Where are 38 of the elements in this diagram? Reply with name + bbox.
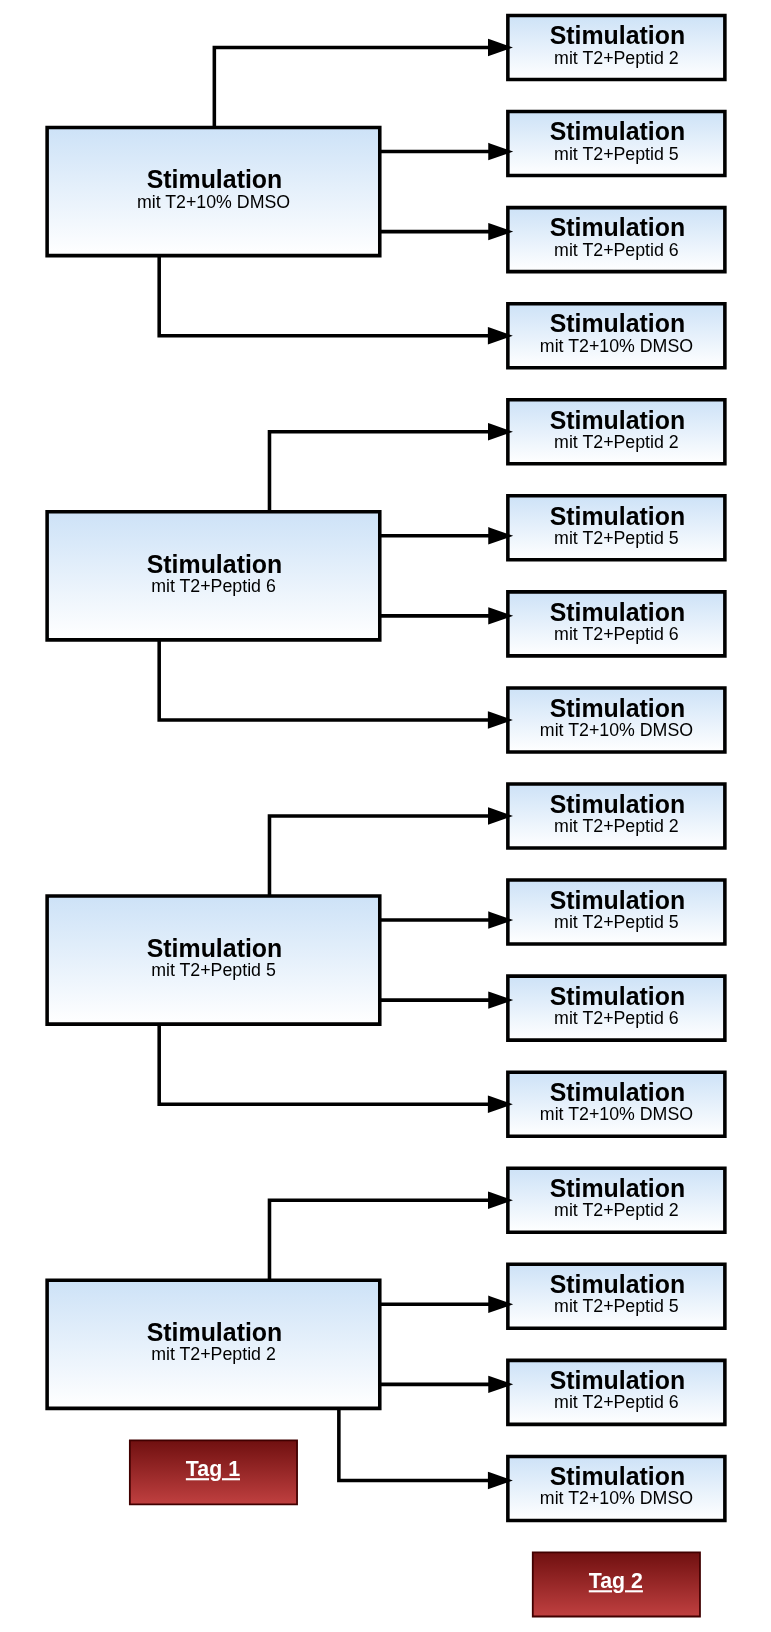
arrow [379, 1375, 513, 1394]
node-box: Stimulation mit T2+Peptid 5 [505, 878, 727, 946]
node-box: Stimulation mit T2+Peptid 6 [505, 205, 727, 274]
arrow [212, 38, 513, 128]
node-box: Stimulation mit T2+10% DMSO [505, 1070, 727, 1138]
arrow [379, 911, 513, 929]
node-box: Stimulation mit T2+10% DMSO [44, 125, 382, 258]
node-box: Stimulation mit T2+Peptid 2 [505, 1166, 727, 1235]
arrow [156, 256, 513, 345]
node-box: Stimulation mit T2+Peptid 6 [505, 1358, 727, 1427]
node-box: Stimulation mit T2+Peptid 5 [505, 109, 727, 178]
arrow [379, 222, 513, 241]
arrow [379, 527, 513, 545]
node-box: Stimulation mit T2+Peptid 2 [505, 397, 727, 466]
arrow [379, 991, 513, 1009]
node-box: Tag 1 [128, 1439, 298, 1506]
node-box: Stimulation mit T2+10% DMSO [505, 1454, 727, 1523]
arrow [267, 807, 513, 896]
node-box: Tag 2 [531, 1551, 701, 1618]
node-box: Stimulation mit T2+Peptid 5 [44, 894, 382, 1026]
node-box: Stimulation mit T2+Peptid 6 [505, 974, 727, 1042]
arrow [379, 1295, 513, 1314]
arrow [379, 607, 513, 625]
arrow [336, 1408, 513, 1490]
node-box: Stimulation mit T2+10% DMSO [505, 301, 727, 370]
arrow [156, 640, 513, 729]
arrow [379, 142, 513, 161]
node-box: Stimulation mit T2+10% DMSO [505, 686, 727, 754]
arrow [267, 423, 513, 512]
node-box: Stimulation mit T2+Peptid 5 [505, 494, 727, 562]
node-box: Stimulation mit T2+Peptid 2 [505, 782, 727, 850]
node-box: Stimulation mit T2+Peptid 2 [44, 1278, 382, 1411]
node-box: Stimulation mit T2+Peptid 2 [505, 13, 727, 82]
arrow [267, 1191, 513, 1280]
arrow [156, 1024, 513, 1113]
node-box: Stimulation mit T2+Peptid 6 [44, 510, 382, 642]
node-box: Stimulation mit T2+Peptid 6 [505, 590, 727, 658]
node-box: Stimulation mit T2+Peptid 5 [505, 1262, 727, 1331]
